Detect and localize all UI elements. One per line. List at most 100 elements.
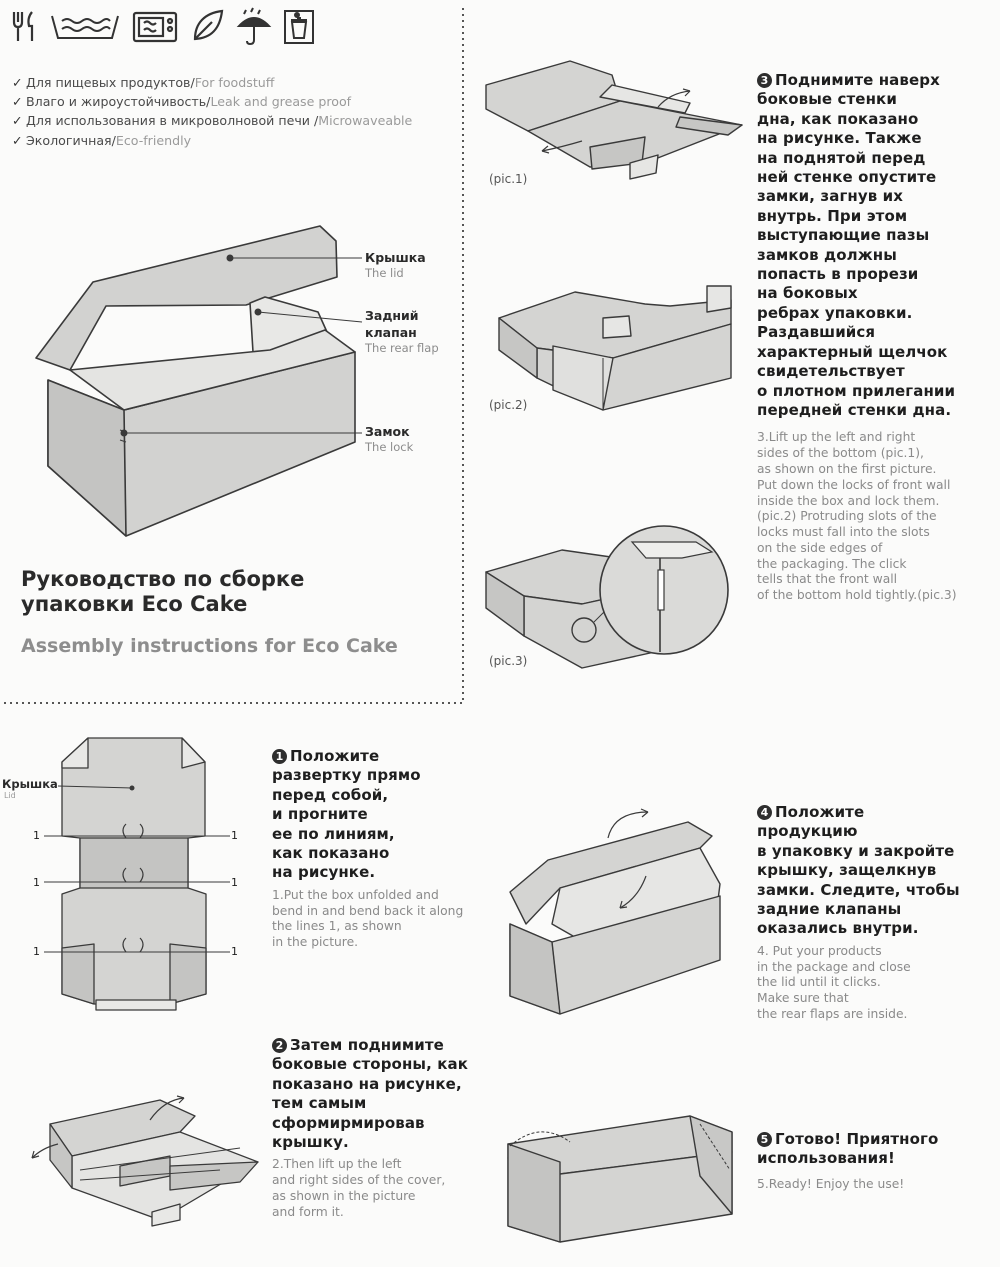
fold-line-label: 1	[231, 829, 238, 842]
step4-ru-line: в упаковку и закройте	[757, 841, 955, 860]
feature-item: ✓Для использования в микроволновой печи …	[12, 111, 412, 130]
step3-ru-line: о плотном прилегании	[757, 381, 956, 400]
step3-ru-line: дна, как показано	[757, 109, 919, 128]
step2-ru-line: показано на рисунке,	[272, 1074, 462, 1093]
dotted-frame	[0, 8, 464, 704]
step3-ru-line: на рисунке. Также	[757, 129, 922, 148]
step2-en-line: as shown in the picture	[272, 1189, 416, 1204]
step1-ru-line: ее по линиям,	[272, 824, 395, 843]
step3-ru-line: ребрах упаковки.	[757, 303, 913, 322]
step3-ru-line: на поднятой перед	[757, 148, 926, 167]
fold-line-label: 1	[33, 945, 40, 958]
pic1-label: (pic.1)	[489, 172, 528, 186]
pic1-illustration	[485, 60, 743, 180]
pic2-illustration	[498, 285, 732, 411]
rear-flap-label-en: The rear flap	[365, 341, 439, 355]
step4-ru-line: продукцию	[757, 822, 858, 841]
rear-flap-callout: Задний клапан The rear flap	[365, 307, 439, 356]
title-en: Assembly instructions for Eco Cake	[21, 635, 398, 657]
step2-en-line: 2.Then lift up the left	[272, 1157, 402, 1172]
step1-number-badge: 1	[272, 749, 287, 764]
step5-ru-line: использования!	[757, 1149, 895, 1168]
step3-en-line: of the bottom hold tightly.(pic.3)	[757, 588, 957, 603]
title-block: Руководство по сборке упаковки Eco Cake …	[21, 567, 398, 658]
leaf-icon	[193, 9, 224, 41]
step5-illustration	[507, 1115, 733, 1243]
step4-en-line: in the package and close	[757, 959, 911, 974]
pic3-label: (pic.3)	[489, 654, 528, 668]
step4-ru-line: оказались внутри.	[757, 919, 919, 938]
water-bath-icon	[51, 15, 119, 39]
pic3-illustration	[485, 525, 729, 669]
check-icon: ✓	[12, 132, 23, 148]
step3-en-line: locks must fall into the slots	[757, 525, 930, 540]
feature-item: ✓Влаго и жироустойчивость/Leak and greas…	[12, 92, 412, 111]
step5-number-badge: 5	[757, 1132, 772, 1147]
flat-lid-en: Lid	[4, 791, 16, 800]
rear-flap-label-1: Задний	[365, 308, 419, 323]
step3-number-badge: 3	[757, 73, 772, 88]
step1-en-line: bend in and bend back it along	[272, 903, 464, 918]
title-ru-line1: Руководство по сборке	[21, 567, 305, 591]
step3-en-line: as shown on the first picture.	[757, 461, 937, 476]
step3-ru-line: замки, загнув их	[757, 187, 904, 206]
check-icon: ✓	[12, 75, 23, 90]
step1-en-line: in the picture.	[272, 935, 359, 950]
feature-item: ✓Для пищевых продуктов/For foodstuff	[12, 73, 412, 92]
step1-ru-line: перед собой,	[272, 785, 389, 804]
step3-en-line: 3.Lift up the left and right	[757, 430, 916, 445]
lock-label: Замок	[365, 424, 410, 439]
rear-flap-label-2: клапан	[365, 325, 417, 340]
step4-illustration	[509, 808, 721, 1015]
lock-label-en: The lock	[365, 440, 414, 454]
step2-ru-line: крышку.	[272, 1133, 349, 1152]
lid-label-en: The lid	[365, 266, 404, 280]
step1-ru-line: развертку прямо	[272, 766, 421, 785]
step3-en-line: inside the box and lock them.	[757, 493, 940, 508]
fold-line-label: 1	[231, 945, 238, 958]
step3-en-line: (pic.2) Protruding slots of the	[757, 509, 937, 524]
step2-illustration	[31, 1095, 259, 1227]
recycle-bin-icon	[284, 10, 314, 44]
step3-ru-line: на боковых	[757, 284, 858, 303]
fold-line-label: 1	[33, 876, 40, 889]
umbrella-rain-icon	[236, 7, 272, 46]
step3-en-line: tells that the front wall	[757, 572, 898, 587]
check-icon: ✓	[12, 94, 23, 110]
step1-ru-line: на рисунке.	[272, 863, 376, 882]
step1-en-line: 1.Put the box unfolded and	[272, 887, 439, 902]
step1-en-line: the lines 1, as shown	[272, 919, 402, 934]
step5-en: 5.Ready! Enjoy the use!	[757, 1177, 997, 1193]
step2-ru-line: боковые стороны, как	[272, 1055, 468, 1074]
step3-ru-line: попасть в прорези	[757, 265, 919, 284]
step4-number-badge: 4	[757, 805, 772, 820]
flat-lid-label: Крышка Lid	[2, 778, 58, 801]
flat-blank-illustration	[44, 737, 230, 1011]
features-list: ✓Для пищевых продуктов/For foodstuff ✓Вл…	[12, 73, 412, 150]
step2-ru-line: сформирмировав	[272, 1113, 425, 1132]
check-icon: ✓	[12, 113, 23, 129]
step4-en-line: 4. Put your products	[757, 943, 882, 958]
step5-en-line: 5.Ready! Enjoy the use!	[757, 1176, 905, 1191]
step1-ru-line: как показано	[272, 844, 390, 863]
step4-ru-line: крышку, защелкнув	[757, 861, 937, 880]
step3-en-line: sides of the bottom (pic.1),	[757, 446, 924, 461]
fork-knife-icon	[12, 11, 34, 41]
step4-en-line: Make sure that	[757, 991, 849, 1006]
step3-ru-line: внутрь. При этом	[757, 206, 908, 225]
step2-en-line: and right sides of the cover,	[272, 1173, 446, 1188]
step3-en-line: on the side edges of	[757, 540, 883, 555]
